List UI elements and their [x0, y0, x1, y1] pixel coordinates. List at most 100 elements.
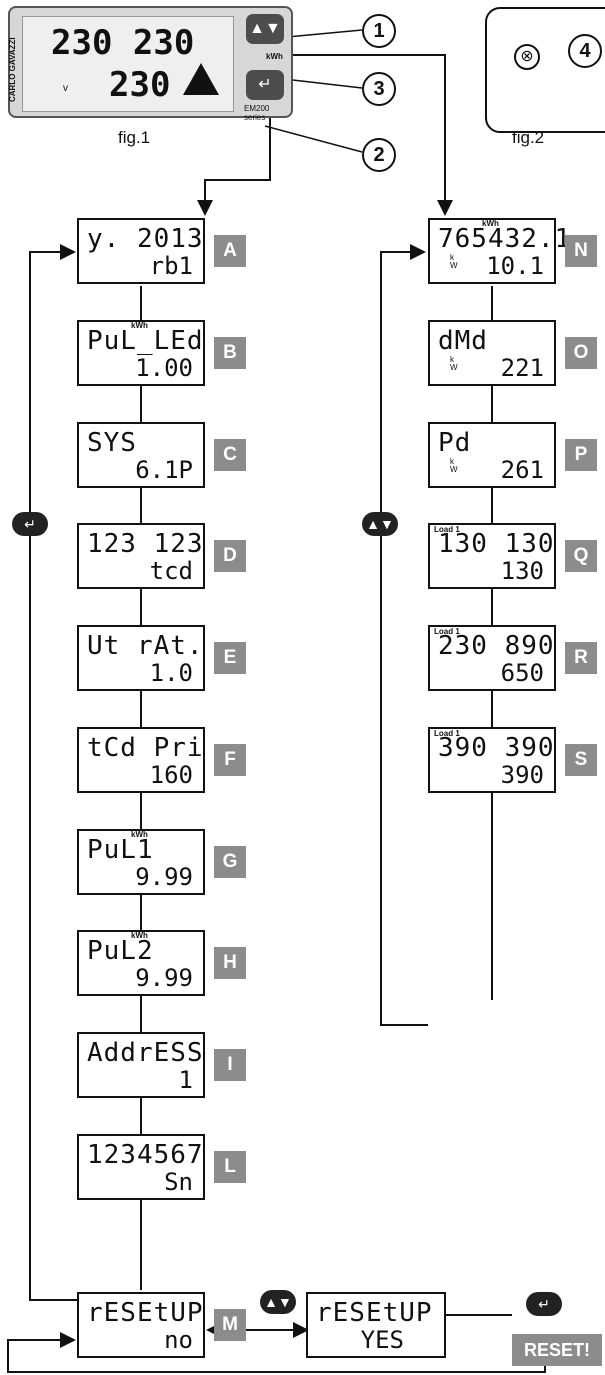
enter-pill-icon-bottom: ↵ [526, 1292, 562, 1316]
screen-bottom-text: 650 [500, 659, 544, 687]
screen-unit: kWh [482, 219, 499, 228]
enter-button[interactable]: ↵ [246, 70, 284, 100]
callout-4: 4 [568, 34, 602, 68]
screen-top-text: 1234567 [87, 1140, 204, 1170]
screen-badge-i: I [214, 1049, 246, 1081]
screen-top-text: Ut rAt. [87, 631, 204, 661]
callout-2: 2 [362, 138, 396, 172]
kwh-led-label: kWh [266, 52, 283, 61]
reset-yes-top: rESEtUP [316, 1298, 433, 1328]
reset-yes-screen: rESEtUP YES [306, 1292, 446, 1358]
screen-bottom-text: 221 [500, 354, 544, 382]
screen-load-label: Load 1 [434, 525, 460, 534]
screen-load-label: Load 1 [434, 627, 460, 636]
screen-badge-n: N [565, 235, 597, 267]
meter-display: 230 230 230 v [22, 16, 234, 112]
meter-line1: 230 230 [51, 23, 195, 63]
screen-bottom-text: 9.99 [135, 863, 193, 891]
screen-badge-f: F [214, 744, 246, 776]
brand-label: CARLO GAVAZZI [8, 37, 17, 102]
screen-top-text: 230 890 [438, 631, 555, 661]
screen-bottom-text: 261 [500, 456, 544, 484]
enter-pill-icon: ↵ [12, 512, 48, 536]
screen-badge-q: Q [565, 540, 597, 572]
screen-badge-d: D [214, 540, 246, 572]
screen-badge-s: S [565, 744, 597, 776]
screen-bottom-text: 9.99 [135, 964, 193, 992]
warning-triangle-icon [183, 63, 219, 95]
screen-bottom-text: no [164, 1326, 193, 1354]
screen-bottom-text: 6.1P [135, 456, 193, 484]
screen-top-text: rESEtUP [87, 1298, 204, 1328]
screen-badge-a: A [214, 235, 246, 267]
screen-top-text: PuL_LEd [87, 326, 204, 356]
meter-v-label: v [63, 83, 68, 94]
up-down-button[interactable]: ▲▼ [246, 14, 284, 44]
callout-1: 1 [362, 14, 396, 48]
screen-bottom-text: Sn [164, 1168, 193, 1196]
meter-line2: 230 [109, 65, 171, 105]
reset-label: RESET! [512, 1334, 602, 1366]
screen-unit: kWh [131, 830, 148, 839]
screen-bottom-text: 10.1 [486, 252, 544, 280]
screen-bottom-text: 1.0 [149, 659, 193, 687]
screen-top-text: 765432.1 [438, 224, 572, 254]
screen-top-text: PuL2 [87, 936, 154, 966]
updown-pill-icon: ▲▼ [362, 512, 398, 536]
lock-screw-icon: ⊗ [514, 44, 540, 70]
screen-badge-g: G [214, 846, 246, 878]
screen-bottom-text: 390 [500, 761, 544, 789]
screen-e: Ut rAt.1.0 [77, 625, 205, 691]
screen-badge-p: P [565, 439, 597, 471]
screen-top-text: 123 123 [87, 529, 204, 559]
screen-badge-e: E [214, 642, 246, 674]
screen-badge-o: O [565, 337, 597, 369]
screen-badge-h: H [214, 947, 246, 979]
meter-front-panel: 230 230 230 v CARLO GAVAZZI ▲▼ ↵ kWh EM2… [8, 6, 293, 122]
callout-3: 3 [362, 72, 396, 106]
series-label: EM200 series [244, 104, 270, 122]
screen-bottom-text: 130 [500, 557, 544, 585]
screen-top-text: y. 2013 [87, 224, 204, 254]
screen-unit: kWh [131, 321, 148, 330]
updown-pill-icon-bottom: ▲▼ [260, 1290, 296, 1314]
screen-top-text: SYS [87, 428, 137, 458]
screen-unit: kWh [131, 931, 148, 940]
screen-badge-c: C [214, 439, 246, 471]
screen-badge-m: M [214, 1309, 246, 1341]
reset-yes-bottom: YES [360, 1326, 404, 1354]
screen-top-text: Pd [438, 428, 472, 458]
screen-kw-label: k W [450, 253, 458, 270]
screen-bottom-text: rb1 [149, 252, 193, 280]
screen-top-text: dMd [438, 326, 488, 356]
screen-badge-r: R [565, 642, 597, 674]
screen-badge-b: B [214, 337, 246, 369]
screen-badge-l: L [214, 1151, 246, 1183]
screen-bottom-text: 1.00 [135, 354, 193, 382]
screen-kw-label: k W [450, 457, 458, 474]
screen-bottom-text: tcd [149, 557, 193, 585]
fig1-caption: fig.1 [118, 128, 151, 147]
screen-bottom-text: 160 [149, 761, 193, 789]
screen-top-text: AddrESS [87, 1038, 204, 1068]
screen-bottom-text: 1 [178, 1066, 193, 1094]
screen-top-text: PuL1 [87, 835, 154, 865]
fig2-caption: fig.2 [512, 128, 545, 147]
